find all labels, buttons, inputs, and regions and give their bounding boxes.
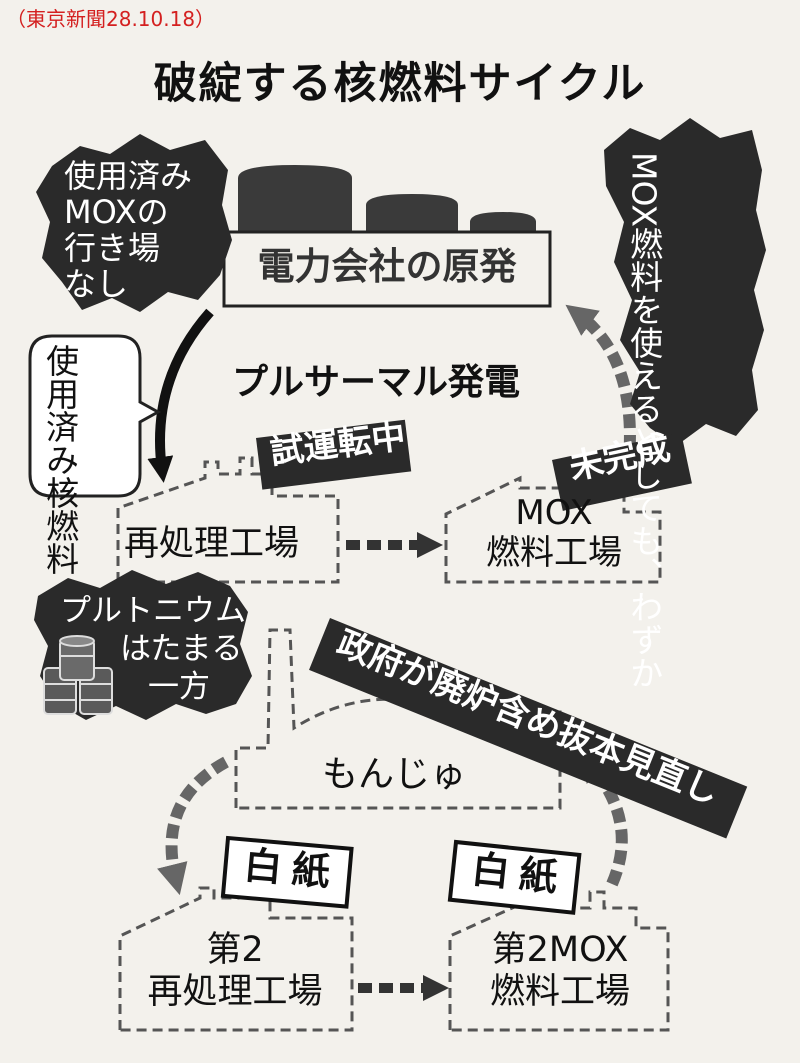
monju-label: もんじゅ (322, 754, 467, 795)
source-citation: （東京新聞28.10.18） (6, 7, 216, 31)
power-plant-building (222, 165, 552, 308)
mox-plant-label-line1: MOX (515, 493, 593, 533)
second-mox-label-line2: 燃料工場 (489, 972, 630, 1012)
spent-fuel-arrow (147, 308, 214, 483)
spent-mox-bubble-shape (36, 134, 232, 312)
spent-fuel-bubble-shape (28, 334, 162, 498)
diagram-title: 破綻する核燃料サイクル (153, 59, 647, 109)
barrels-icon (43, 635, 113, 715)
government-review-tag (309, 618, 748, 839)
spent-mox-line2: MOXの (64, 193, 169, 231)
mox-little-bubble-shape (604, 118, 766, 446)
blank-tag-1 (220, 835, 354, 909)
monju-to-second-reprocessing-arrow (157, 756, 229, 896)
spent-mox-line3: 行き場 (64, 229, 161, 267)
reprocessing-plant-building (116, 456, 340, 584)
spent-mox-line1: 使用済み (64, 157, 193, 195)
second-reprocessing-plant-building (118, 882, 354, 1032)
second-reprocessing-label-line1: 第2 (206, 930, 264, 970)
plutonium-line3: 一方 (148, 669, 210, 705)
mox-little-text: MOX燃料を使えるとしても、わずか (625, 152, 664, 689)
spent-fuel-label: 使用済み核燃料 (40, 344, 80, 575)
blank-label-1: 白紙 (242, 843, 342, 896)
plutonium-line1: プルトニウム (60, 593, 246, 629)
mox-fuel-plant-building (444, 468, 662, 584)
second-mox-label-line1: 第2MOX (491, 930, 629, 970)
power-plant-label: 電力会社の原発 (257, 245, 517, 288)
plutonium-line2: はたまる (120, 631, 243, 667)
pluthermal-label: プルサーマル発電 (232, 362, 521, 403)
second-reprocessing-label-line2: 再処理工場 (147, 972, 323, 1012)
mox-plant-label-line2: 燃料工場 (486, 533, 622, 573)
incomplete-tag (552, 432, 692, 511)
reprocessing-plant-label: 再処理工場 (124, 524, 300, 564)
blank-tag-2 (447, 839, 582, 915)
spent-mox-line4: なし (64, 265, 129, 303)
trial-run-tag (256, 419, 412, 490)
